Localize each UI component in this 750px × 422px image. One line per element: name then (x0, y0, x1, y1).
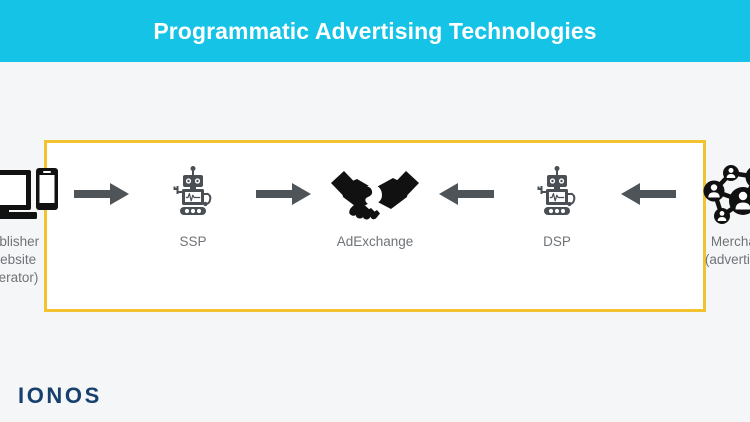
flow-node-label-adexchange: AdExchange (336, 234, 414, 249)
flow-node-merchant: Merchant (advertiser) (680, 163, 750, 269)
ionos-logo: IONOS (18, 383, 102, 408)
flow-node-label-publisher: Publisher (website operator) (0, 234, 40, 285)
arrow-right-ssp-to-adexchange (252, 163, 316, 225)
diagram-frame: Publisher (website operator) (0, 140, 750, 312)
flow-node-label-ssp: SSP (179, 234, 207, 249)
robot-icon (167, 163, 219, 225)
arrow-right-publisher-to-ssp (70, 163, 134, 225)
flow-node-label-merchant: Merchant (advertiser) (704, 234, 750, 267)
arrow-left-adexchange-from-dsp (434, 163, 498, 225)
flow-node-ssp: SSP (134, 163, 252, 251)
flow-node-dsp: DSP (498, 163, 616, 251)
flow-node-adexchange: AdExchange (316, 163, 434, 251)
flow-node-label-dsp: DSP (543, 234, 571, 249)
handshake-icon (329, 163, 421, 225)
header-banner: Programmatic Advertising Technologies (0, 0, 750, 62)
flow-row: Publisher (website operator) (0, 143, 750, 309)
flow-node-publisher: Publisher (website operator) (0, 163, 70, 286)
network-of-people-icon (695, 163, 750, 225)
robot-icon (531, 163, 583, 225)
page-title: Programmatic Advertising Technologies (153, 17, 597, 44)
arrow-left-dsp-from-merchant (616, 163, 680, 225)
laptop-and-smartphone-icon (0, 163, 59, 225)
